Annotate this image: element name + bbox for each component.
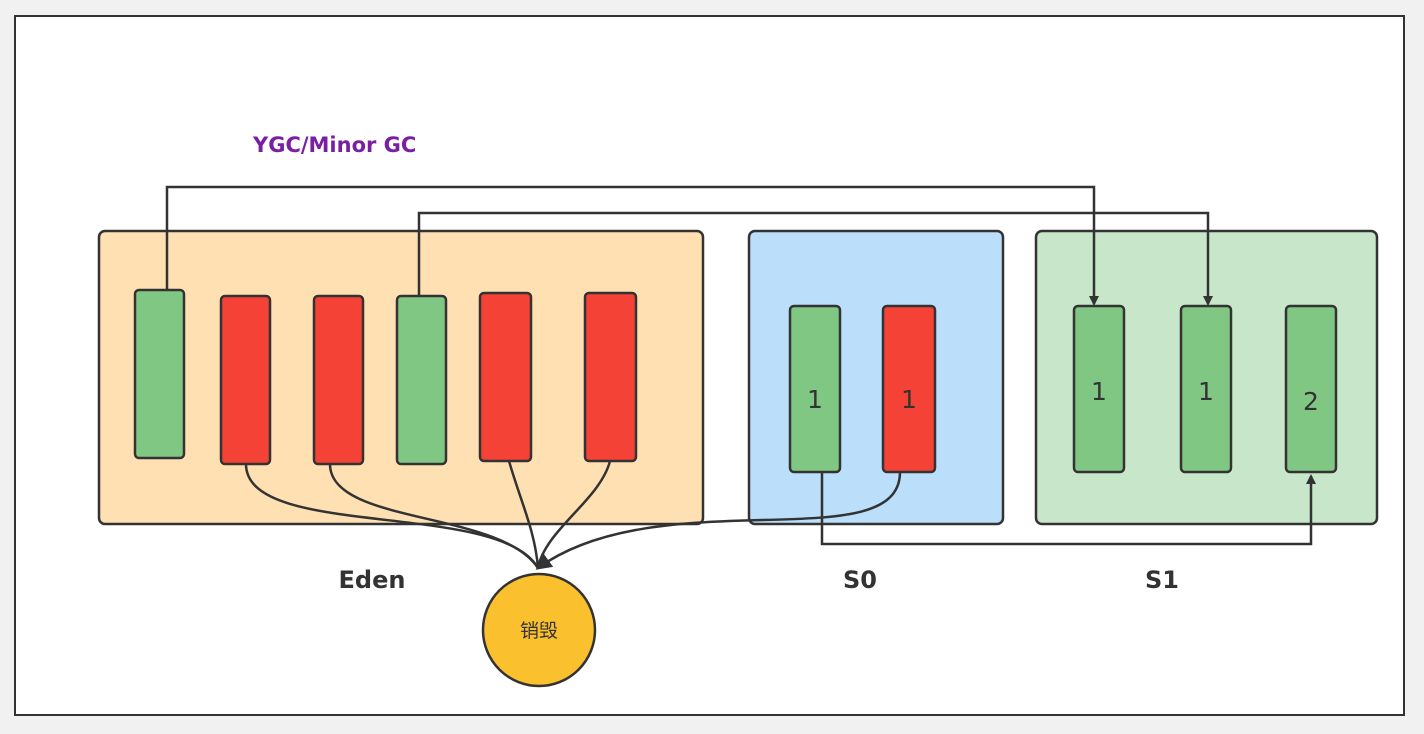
s0-block-age: 1: [901, 385, 917, 414]
s1-block-age: 1: [1091, 377, 1107, 406]
s0-label: S0: [843, 566, 877, 594]
s1-block: [1179, 304, 1233, 474]
s1-block: [1284, 304, 1338, 474]
eden-live-block: [133, 288, 186, 460]
s1-block: [1072, 304, 1126, 474]
destroy-label: 销毁: [520, 620, 558, 642]
copy-arrow-s0-to-s1: [820, 472, 1316, 546]
eden-dead-block: [478, 291, 533, 463]
destroy-node: [481, 572, 597, 688]
eden-dead-block: [312, 294, 365, 466]
copy-arrow-eden-to-s1: [417, 211, 1213, 306]
s0-block-age: 1: [807, 385, 823, 414]
s1-block-age: 2: [1303, 387, 1319, 416]
eden-dead-block: [583, 291, 638, 463]
copy-arrow-eden-to-s1: [165, 185, 1099, 306]
s1-label: S1: [1145, 566, 1179, 594]
s0-region: [747, 229, 1005, 526]
s1-block-age: 1: [1198, 377, 1214, 406]
destroy-curve: [328, 463, 540, 569]
eden-dead-block: [219, 294, 272, 466]
s0-live-block: [788, 304, 842, 474]
diagram-title: YGC/Minor GC: [252, 133, 416, 157]
eden-live-block: [395, 294, 448, 466]
s0-dead-block: [881, 304, 937, 474]
destroy-curve: [535, 471, 902, 570]
eden-label: Eden: [339, 566, 406, 594]
